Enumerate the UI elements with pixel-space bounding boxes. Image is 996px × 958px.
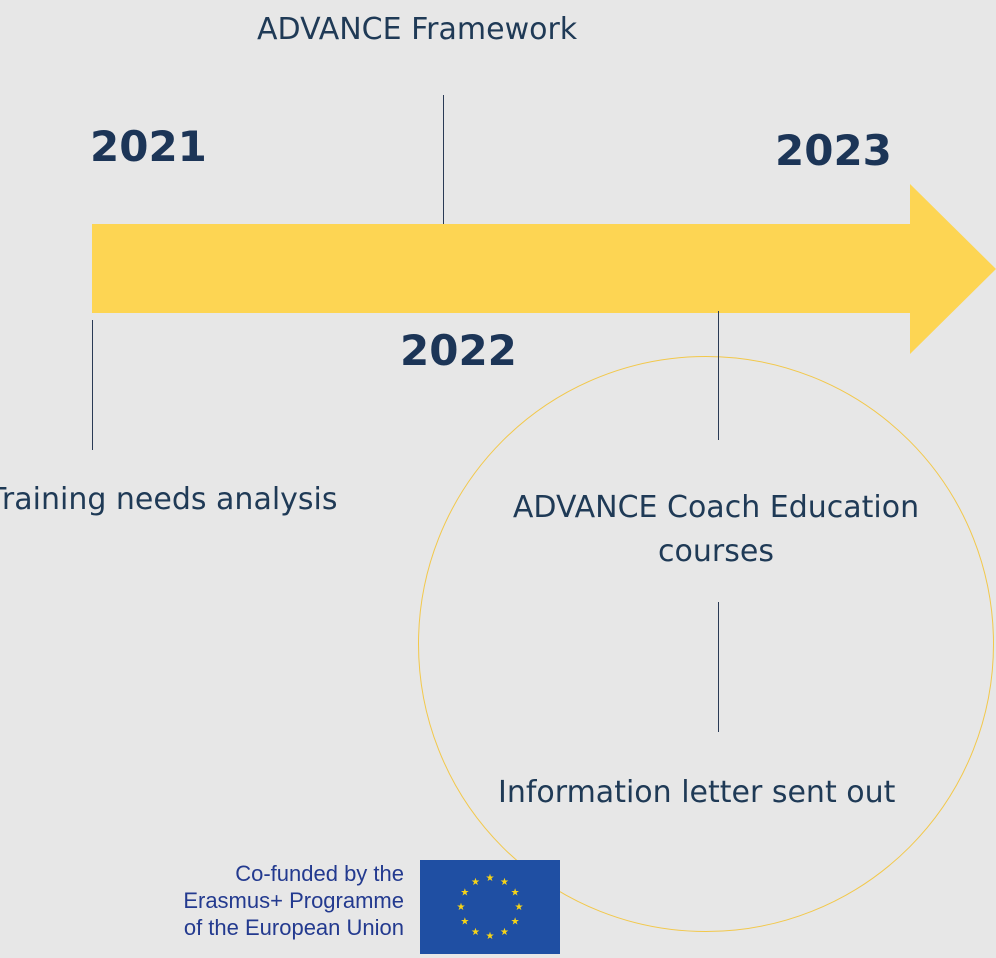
eu-star-icon: ★ <box>486 931 495 942</box>
eu-text-line3: of the European Union <box>183 915 404 940</box>
milestone-information-letter: Information letter sent out <box>498 775 896 810</box>
connector-info-letter <box>718 602 719 732</box>
eu-star-icon: ★ <box>460 917 469 928</box>
highlight-circle <box>418 356 994 932</box>
coach-education-line1: ADVANCE Coach Education <box>512 490 920 525</box>
connector-training <box>92 320 93 450</box>
coach-education-line2: courses <box>658 534 774 569</box>
eu-star-icon: ★ <box>511 888 520 899</box>
connector-framework <box>443 95 444 224</box>
milestone-framework: ADVANCE Framework <box>257 12 578 47</box>
eu-star-icon: ★ <box>486 873 495 884</box>
year-2021: 2021 <box>90 122 207 171</box>
eu-star-icon: ★ <box>457 902 466 913</box>
year-2023: 2023 <box>775 126 892 175</box>
eu-star-icon: ★ <box>500 927 509 938</box>
connector-coach-education <box>718 311 719 440</box>
eu-text-line2: Erasmus+ Programme <box>183 888 404 913</box>
year-2022: 2022 <box>400 326 517 375</box>
eu-star-icon: ★ <box>500 877 509 888</box>
eu-star-icon: ★ <box>515 902 524 913</box>
eu-funding-text: Co-funded by the Erasmus+ Programme of t… <box>183 860 404 941</box>
eu-star-icon: ★ <box>471 927 480 938</box>
eu-text-line1: Co-funded by the <box>235 861 404 886</box>
eu-flag-icon: ★★★★★★★★★★★★ <box>420 860 560 954</box>
eu-star-icon: ★ <box>460 888 469 899</box>
milestone-training-needs: Training needs analysis <box>0 482 338 517</box>
eu-star-icon: ★ <box>471 877 480 888</box>
milestone-coach-education: ADVANCE Coach Education courses <box>466 486 966 574</box>
eu-star-icon: ★ <box>511 917 520 928</box>
